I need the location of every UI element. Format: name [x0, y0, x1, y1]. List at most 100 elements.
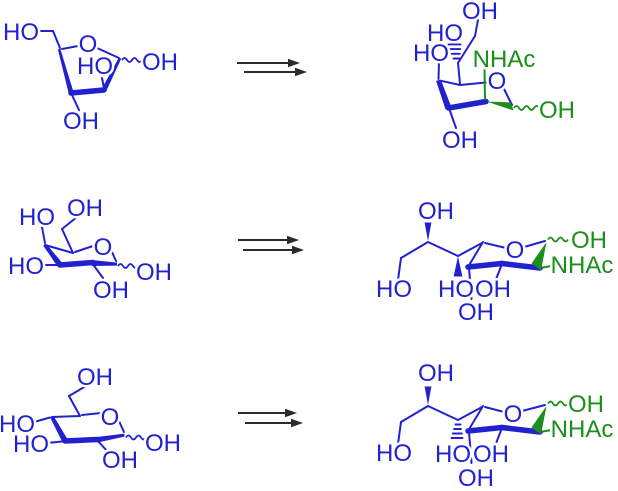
- bond: [468, 267, 473, 300]
- wedge-bond: [453, 256, 463, 277]
- squiggle-bond: [547, 236, 569, 243]
- atom-label-oh: OH: [67, 195, 103, 222]
- wedge-bond: [531, 242, 547, 271]
- atom-label-ho: HO: [19, 204, 55, 231]
- squiggle-bond: [121, 57, 143, 63]
- bold-bond: [499, 424, 543, 435]
- wedge-bond: [486, 101, 514, 111]
- bond: [52, 30, 61, 49]
- atom-label-ho: HO: [8, 253, 44, 280]
- bond-to-nhac: [542, 428, 555, 433]
- bond: [521, 404, 546, 412]
- bond: [427, 405, 459, 421]
- atom-label-oh: OH: [77, 364, 113, 391]
- bond: [118, 420, 125, 433]
- bond: [467, 241, 484, 268]
- squiggle-bond: [513, 105, 540, 111]
- atom-label-anomeric-oh: OH: [568, 391, 604, 418]
- atom-label-nhac: NHAc: [473, 46, 536, 73]
- atom-label-ring-o: O: [79, 31, 98, 58]
- bond: [61, 216, 78, 230]
- atom-label-ho: HO: [435, 441, 471, 468]
- bond: [468, 431, 473, 464]
- bond: [81, 412, 102, 416]
- atom-label-oh: OH: [63, 108, 99, 135]
- bond: [96, 47, 120, 59]
- atom-label-anomeric-oh: OH: [571, 227, 607, 254]
- wedge-bond: [57, 48, 74, 95]
- bond-to-nhac: [483, 67, 486, 100]
- bond: [474, 19, 479, 37]
- bold-bond: [62, 436, 100, 444]
- hashed-wedge-bond: [450, 423, 464, 439]
- bond: [484, 242, 507, 249]
- atom-label-oh: OH: [102, 447, 138, 474]
- row-1-product-aminosugar: OH HO HO NHAc O OH OH: [411, 0, 578, 157]
- bond: [61, 228, 74, 254]
- atom-label-ring-o: O: [488, 68, 507, 95]
- atom-label-oh: OH: [442, 127, 478, 154]
- wedge-bond: [43, 244, 63, 267]
- squiggle-bond: [125, 434, 147, 441]
- atom-label-oh: OH: [418, 360, 454, 387]
- arrow-head: [291, 418, 303, 428]
- bond: [397, 257, 402, 281]
- bond: [503, 88, 513, 106]
- arrow-head: [285, 408, 297, 418]
- atom-label-oh: OH: [473, 441, 509, 468]
- row-2-reactant-galactopyranose: HO OH O HO OH OH: [6, 193, 175, 307]
- atom-label-ring-o: O: [101, 404, 120, 431]
- atom-label-oh: OH: [418, 198, 454, 225]
- bond: [397, 421, 402, 445]
- bond: [51, 415, 81, 418]
- bold-bond: [465, 260, 505, 270]
- row-3-reaction-arrow: [238, 408, 303, 428]
- atom-label-ho: HO: [438, 276, 474, 303]
- bond: [449, 110, 457, 129]
- bond: [71, 94, 80, 111]
- atom-label-ho: HO: [427, 20, 463, 47]
- arrow-head: [295, 67, 307, 77]
- bond: [400, 405, 429, 423]
- wedge-bond: [424, 386, 432, 405]
- atom-label-ring-o: O: [506, 237, 525, 264]
- row-3-product-aminosugar: OH HO HO OH OH O OH NHAc: [374, 358, 616, 491]
- bond: [440, 79, 461, 86]
- atom-label-ho: HO: [413, 40, 449, 67]
- bond: [467, 405, 484, 432]
- atom-label-ho: HO: [376, 440, 412, 467]
- arrow-head: [287, 235, 299, 245]
- bold-bond: [499, 260, 543, 271]
- atom-label-oh: OH: [458, 299, 494, 326]
- atom-label-ho: HO: [77, 53, 113, 80]
- wedge-bond: [424, 222, 432, 241]
- bold-bond: [445, 98, 489, 111]
- hashed-wedge-bond: [447, 43, 462, 60]
- atom-label-ho: HO: [0, 411, 35, 438]
- arrow-head: [292, 245, 304, 255]
- row-2-product-aminosugar: OH HO HO OH OH O OH NHAc: [374, 196, 616, 329]
- bond-to-nhac: [542, 264, 555, 269]
- row-1-reaction-arrow: [237, 58, 307, 77]
- wedge-bond: [92, 260, 117, 266]
- bond: [61, 45, 79, 50]
- atom-label-anomeric-oh: OH: [136, 259, 172, 286]
- bond: [484, 406, 505, 413]
- atom-label-anomeric-oh: OH: [539, 97, 575, 124]
- atom-label-ring-o: O: [504, 401, 523, 428]
- bold-bond: [68, 87, 107, 96]
- bond: [457, 62, 461, 85]
- bond: [33, 416, 51, 423]
- atom-label-ring-o: O: [94, 234, 113, 261]
- wedge-bond: [50, 416, 68, 443]
- atom-label-ho: HO: [376, 276, 412, 303]
- bond: [427, 241, 459, 257]
- bond: [44, 244, 74, 254]
- atom-label-nhac: NHAc: [551, 416, 614, 443]
- row-1-reactant-furanose: HO O HO OH OH: [1, 17, 181, 138]
- bold-bond: [57, 259, 96, 268]
- bond: [41, 226, 46, 244]
- bond: [457, 242, 483, 257]
